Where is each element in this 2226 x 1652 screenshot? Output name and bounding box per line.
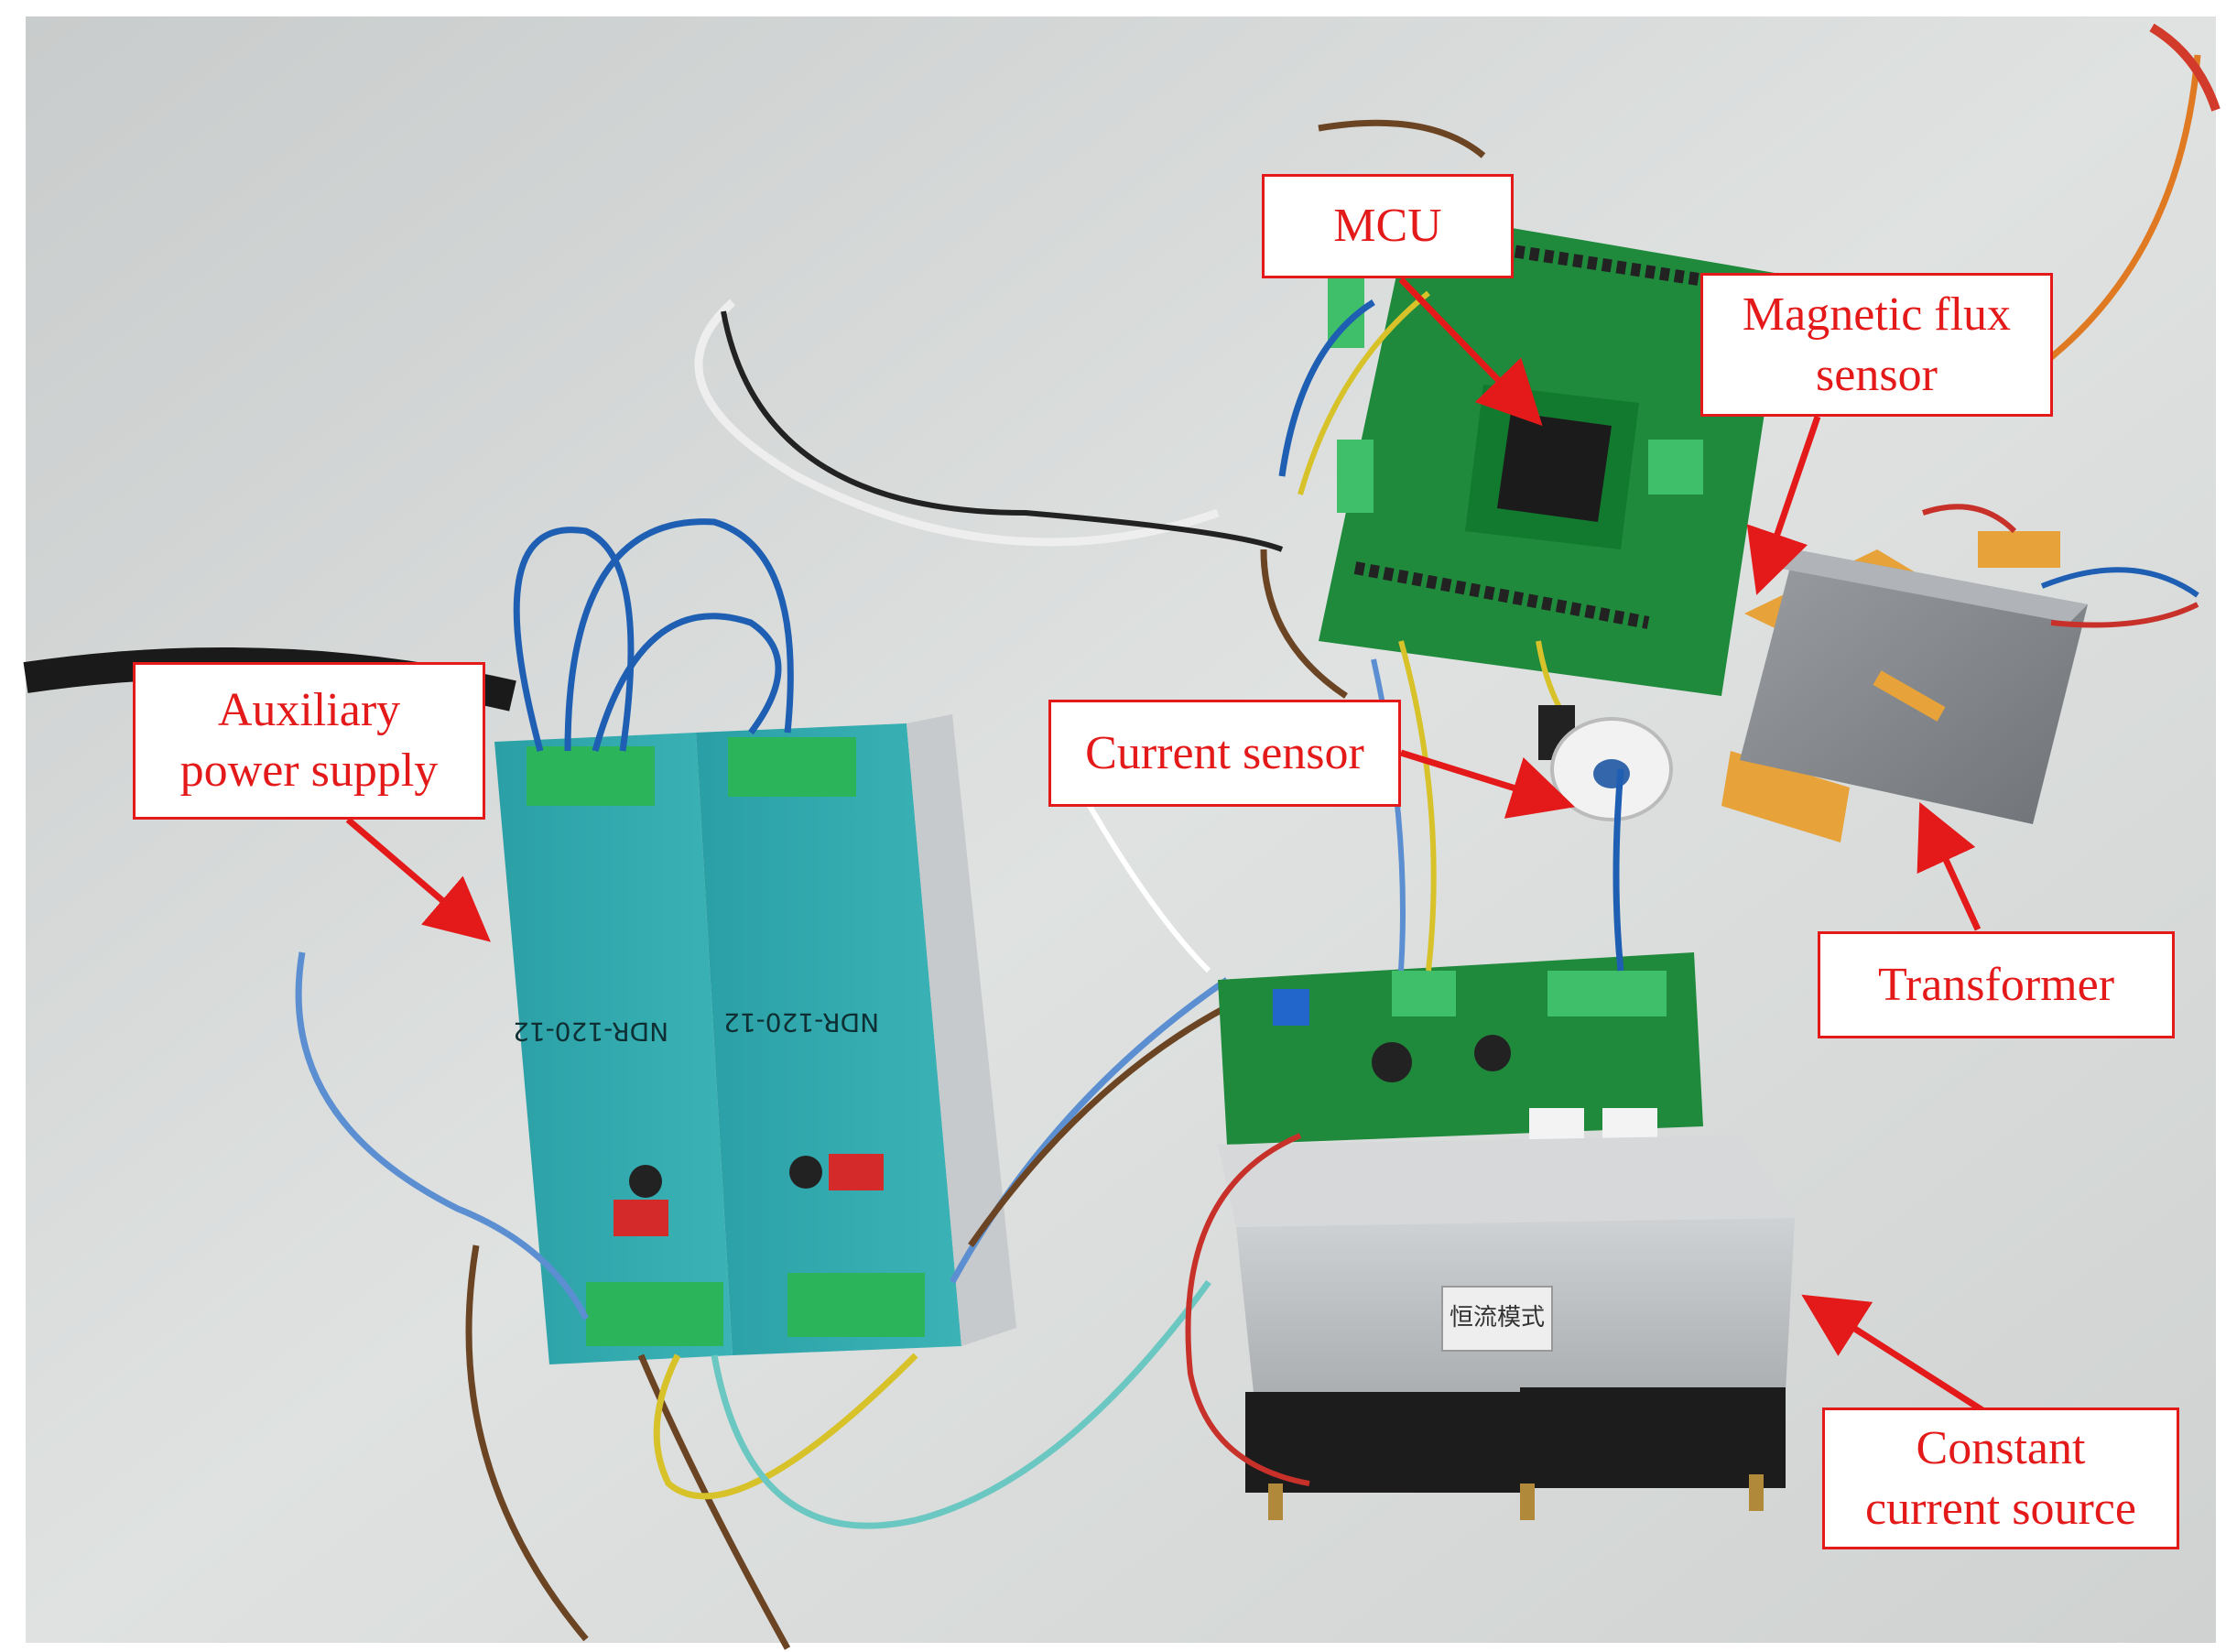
psu-right-model: NDR-120-12 [723,1007,880,1038]
auxiliary-power-supply-label: Auxiliary power supply [133,662,485,820]
table-surface [26,16,2216,1643]
constant-current-source [1218,952,1795,1520]
current-sensor-label: Current sensor [1048,700,1401,807]
transformer-label-text: Transformer [1877,958,2115,1011]
transformer-label: Transformer [1818,931,2175,1038]
mcu-label-text: MCU [1333,200,1442,252]
auxiliary-psu-right [696,714,1016,1355]
orange-cable [2013,54,2201,387]
mcu-label: MCU [1262,174,1514,278]
constant-current-source-label-text: Constant current source [1865,1421,2136,1535]
black-signal-cable [721,310,1284,552]
psu-left-model: NDR-120-12 [513,1016,669,1047]
annotation-arrows [345,277,1984,1413]
current-sensor-label-text: Current sensor [1085,726,1364,779]
auxiliary-power-supply-label-text: Auxiliary power supply [179,684,439,797]
magnetic-flux-sensor-label-text: Magnetic flux sensor [1742,288,2012,401]
constant-current-source-label: Constant current source [1822,1407,2179,1549]
heatsink-sticker-text: 恒流模式 [1449,1304,1545,1331]
transformer [1721,531,2088,842]
white-cable [694,299,1220,547]
magnetic-flux-sensor-label: Magnetic flux sensor [1700,273,2053,417]
auxiliary-psu-left [494,733,733,1364]
